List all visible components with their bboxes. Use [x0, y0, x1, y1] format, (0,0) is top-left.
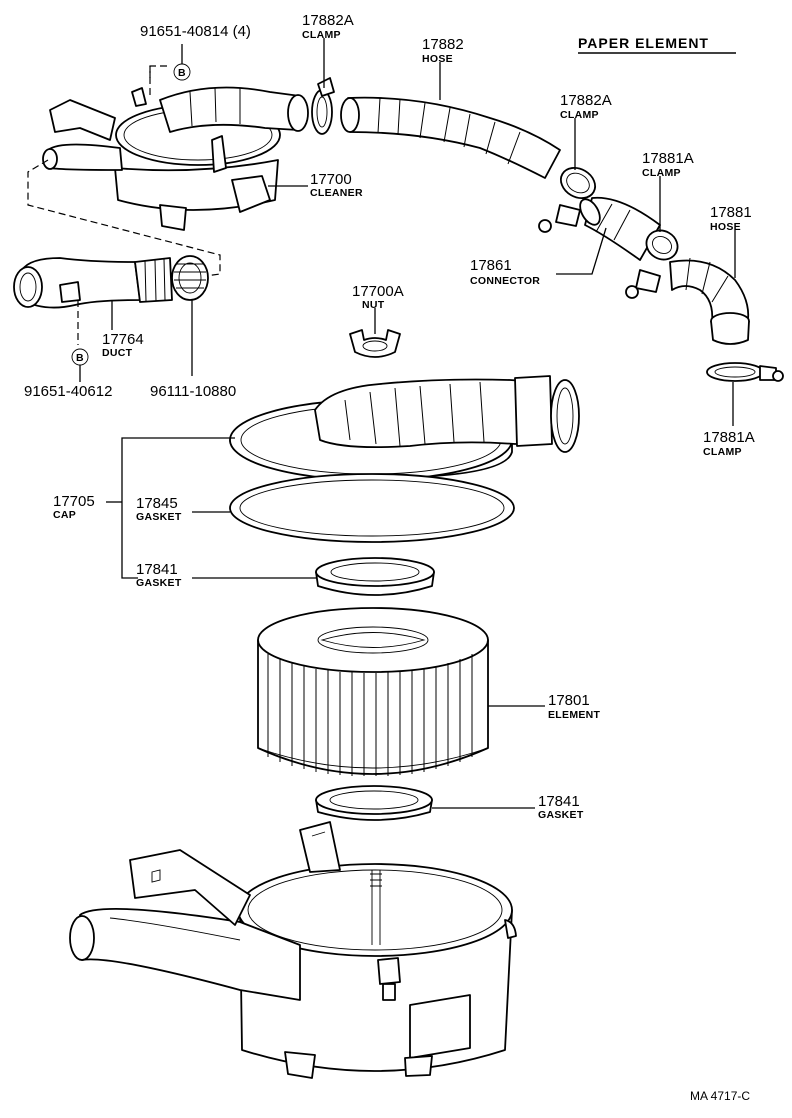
gasket-17845 — [229, 473, 515, 543]
bolt-top-dash — [149, 65, 170, 78]
svg-text:17882A: 17882A — [302, 12, 354, 29]
gasket-17841-lower — [315, 785, 433, 821]
svg-text:DUCT: DUCT — [102, 347, 133, 359]
clamp-17882A-top — [311, 77, 335, 135]
callout-clip-96111: 96111-10880 — [150, 383, 236, 400]
svg-text:CLEANER: CLEANER — [310, 187, 363, 199]
clamp-17881A-bottom — [706, 362, 784, 382]
svg-text:CAP: CAP — [53, 509, 76, 521]
diagram-title: PAPER ELEMENT — [578, 35, 736, 54]
callout-connector-17861: 17861 CONNECTOR — [470, 257, 540, 287]
svg-text:17845: 17845 — [136, 495, 178, 512]
gasket-17841-upper — [315, 557, 435, 596]
clip-96111-10880 — [171, 255, 209, 301]
svg-text:91651-40612: 91651-40612 — [24, 383, 112, 400]
hose-17881 — [669, 257, 750, 345]
svg-text:GASKET: GASKET — [136, 511, 182, 523]
svg-text:17700: 17700 — [310, 171, 352, 188]
svg-text:CLAMP: CLAMP — [703, 446, 742, 458]
callout-clamp-17882A-b: 17882A CLAMP — [560, 92, 612, 121]
svg-text:17881A: 17881A — [642, 150, 694, 167]
footer-code: MA 4717-C — [690, 1089, 750, 1103]
svg-text:CLAMP: CLAMP — [642, 167, 681, 179]
title-text: PAPER ELEMENT — [578, 35, 709, 51]
svg-text:GASKET: GASKET — [136, 577, 182, 589]
svg-text:HOSE: HOSE — [422, 53, 453, 65]
svg-text:91651-40814 (4): 91651-40814 (4) — [140, 23, 251, 40]
callout-clamp-17881A-a: 17881A CLAMP — [642, 150, 694, 179]
svg-text:17764: 17764 — [102, 331, 144, 348]
svg-text:ELEMENT: ELEMENT — [548, 709, 601, 721]
duct-17764 — [13, 255, 209, 309]
svg-text:CONNECTOR: CONNECTOR — [470, 275, 540, 287]
svg-text:17882A: 17882A — [560, 92, 612, 109]
svg-text:17882: 17882 — [422, 36, 464, 53]
callout-gasket-17841-a: 17841 GASKET — [136, 561, 182, 589]
callout-hose-17881: 17881 HOSE — [710, 204, 752, 233]
nut-17700A — [349, 329, 401, 358]
clamp-17882A-second — [538, 167, 596, 233]
hose-17882 — [340, 96, 561, 179]
svg-text:17841: 17841 — [136, 561, 178, 578]
callout-element-17801: 17801 ELEMENT — [548, 692, 601, 721]
callout-bolt-top: 91651-40814 (4) — [140, 23, 251, 40]
svg-text:17705: 17705 — [53, 493, 95, 510]
callout-duct-17764: 17764 DUCT — [102, 331, 144, 359]
svg-text:17881: 17881 — [710, 204, 752, 221]
element-17801 — [257, 607, 489, 776]
svg-text:17861: 17861 — [470, 257, 512, 274]
svg-text:B: B — [76, 352, 84, 364]
svg-text:17700A: 17700A — [352, 283, 404, 300]
svg-text:17881A: 17881A — [703, 429, 755, 446]
svg-text:CLAMP: CLAMP — [302, 29, 341, 41]
duct-link-dash — [27, 159, 221, 277]
cleaner-body-main — [69, 821, 517, 1079]
svg-text:17841: 17841 — [538, 793, 580, 810]
cleaner-assembly-small — [42, 77, 335, 231]
callout-cap-17705: 17705 CAP — [53, 493, 95, 521]
leader-lines — [106, 38, 736, 809]
svg-text:HOSE: HOSE — [710, 221, 741, 233]
callout-nut-17700A: 17700A NUT — [352, 283, 404, 311]
callout-clamp-17881A-b: 17881A CLAMP — [703, 429, 755, 458]
svg-text:NUT: NUT — [362, 299, 385, 311]
callout-cleaner-17700: 17700 CLEANER — [310, 171, 363, 199]
clamp-17881A-first — [625, 229, 679, 299]
svg-text:96111-10880: 96111-10880 — [150, 383, 236, 400]
connector-17861 — [579, 196, 661, 261]
callout-gasket-17845: 17845 GASKET — [136, 495, 182, 523]
svg-text:GASKET: GASKET — [538, 809, 584, 821]
callout-bolt-bottom: 91651-40612 — [24, 383, 112, 400]
svg-text:B: B — [178, 67, 186, 79]
cap-17705 — [229, 375, 580, 481]
svg-text:CLAMP: CLAMP — [560, 109, 599, 121]
callout-clamp-17882A-a: 17882A CLAMP — [302, 12, 354, 41]
callout-hose-17882: 17882 HOSE — [422, 36, 464, 65]
callout-gasket-17841-b: 17841 GASKET — [538, 793, 584, 821]
svg-text:17801: 17801 — [548, 692, 590, 709]
